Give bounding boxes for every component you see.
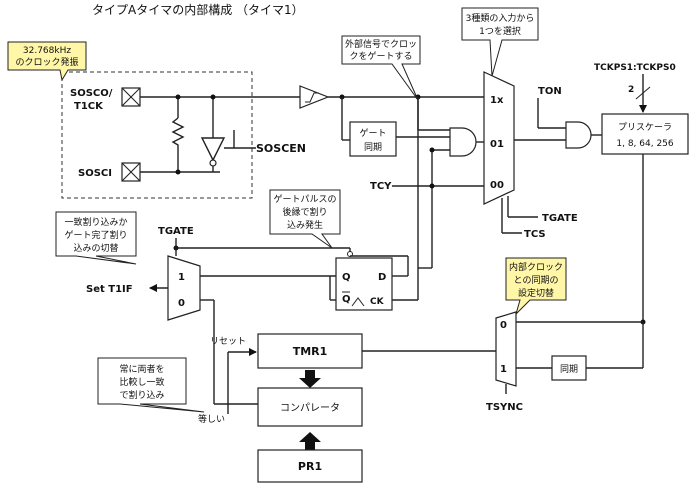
- svg-text:1: 1: [178, 272, 185, 283]
- svg-text:のクロック発振: のクロック発振: [15, 56, 78, 68]
- svg-text:ゲート完了割り: ゲート完了割り: [64, 229, 127, 241]
- callout-gate-pulse: ゲートパルスの 後縁で割り 込み発生: [269, 189, 341, 249]
- callout-crystal: 32.768kHz のクロック発振: [7, 41, 87, 82]
- svg-text:プリスケーラ: プリスケーラ: [618, 122, 672, 133]
- svg-text:Q: Q: [342, 294, 351, 305]
- svg-text:で割り込み: で割り込み: [119, 389, 164, 401]
- svg-text:CK: CK: [370, 297, 385, 307]
- svg-text:PR1: PR1: [298, 460, 322, 473]
- label-tckps: TCKPS1:TCKPS0: [594, 63, 676, 73]
- prescaler-box: プリスケーラ 1, 8, 64, 256: [601, 113, 689, 155]
- svg-text:0: 0: [500, 320, 507, 331]
- svg-text:32.768kHz: 32.768kHz: [23, 46, 71, 56]
- svg-text:クをゲートする: クをゲートする: [349, 50, 412, 62]
- and-gate-ton: [565, 121, 592, 149]
- svg-text:込み発生: 込み発生: [287, 219, 323, 231]
- svg-text:後縁で割り: 後縁で割り: [282, 206, 327, 218]
- label-tcy: TCY: [370, 181, 392, 192]
- gate-flip-flop: Q D Q CK: [335, 251, 393, 311]
- svg-text:01: 01: [490, 139, 504, 150]
- svg-text:同期: 同期: [364, 142, 382, 153]
- tmr1-register: TMR1: [257, 333, 363, 369]
- svg-text:比較し一致: 比較し一致: [119, 376, 164, 388]
- arrow-pr1-to-comparator: [299, 432, 321, 450]
- svg-text:内部クロック: 内部クロック: [509, 261, 563, 273]
- svg-text:D: D: [378, 272, 386, 283]
- label-ton: TON: [538, 86, 562, 97]
- label-reset: リセット: [210, 336, 246, 347]
- gate-sync-box: ゲート 同期: [349, 121, 397, 157]
- svg-text:0: 0: [178, 298, 185, 309]
- label-tgate-int: TGATE: [158, 226, 194, 237]
- diagram-title: タイプAタイマの内部構成 （タイマ1）: [92, 2, 304, 17]
- svg-text:TMR1: TMR1: [293, 345, 328, 358]
- svg-text:常に両者を: 常に両者を: [119, 363, 164, 375]
- svg-text:込みの切替: 込みの切替: [73, 242, 118, 254]
- label-tgate-sel: TGATE: [542, 213, 578, 224]
- callout-interrupt-switch: 一致割り込みか ゲート完了割り 込みの切替: [55, 211, 137, 265]
- svg-text:3種類の入力から: 3種類の入力から: [466, 12, 535, 24]
- label-bus-width: 2: [628, 85, 634, 95]
- callout-compare: 常に両者を 比較し一致 で割り込み: [97, 357, 205, 413]
- label-tcs: TCS: [524, 229, 546, 240]
- svg-text:1: 1: [500, 364, 507, 375]
- label-sosci: SOSCI: [78, 168, 112, 179]
- and-gate-external: [449, 127, 477, 157]
- pr1-register: PR1: [257, 449, 363, 483]
- label-equal: 等しい: [198, 413, 225, 425]
- arrow-tmr1-to-comparator: [299, 370, 321, 388]
- oscillator-wiring: [140, 94, 300, 175]
- svg-text:との同期の: との同期の: [514, 275, 559, 286]
- clock-source-mux: 1x 01 00: [483, 71, 515, 205]
- callout-external-gate: 外部信号でクロッ クをゲートする: [341, 35, 421, 101]
- pin-sosco: [121, 87, 141, 107]
- svg-text:外部信号でクロッ: 外部信号でクロッ: [345, 38, 417, 50]
- oscillator-region: [61, 71, 253, 199]
- label-set-t1if: Set T1IF: [86, 284, 133, 295]
- svg-text:設定切替: 設定切替: [518, 287, 554, 299]
- svg-text:ゲートパルスの: ゲートパルスの: [273, 193, 336, 205]
- svg-text:1x: 1x: [490, 95, 504, 106]
- svg-text:1つを選択: 1つを選択: [479, 25, 521, 37]
- label-t1ck: T1CK: [74, 101, 104, 112]
- callout-select: 3種類の入力から 1つを選択: [461, 7, 539, 77]
- svg-text:同期: 同期: [560, 364, 578, 375]
- svg-text:一致割り込みか: 一致割り込みか: [64, 216, 127, 228]
- svg-text:1, 8, 64, 256: 1, 8, 64, 256: [616, 139, 674, 149]
- interrupt-mux: 1 0: [167, 255, 201, 321]
- callout-sync-switch: 内部クロック との同期の 設定切替: [505, 257, 567, 316]
- svg-text:00: 00: [490, 180, 504, 191]
- svg-text:Q: Q: [342, 272, 351, 283]
- svg-text:コンパレータ: コンパレータ: [280, 402, 340, 414]
- comparator: コンパレータ: [257, 387, 363, 427]
- label-sosco: SOSCO/: [70, 88, 113, 99]
- label-soscen: SOSCEN: [256, 142, 306, 155]
- label-tsync: TSYNC: [486, 402, 523, 413]
- schmitt-buffer: [299, 85, 330, 109]
- sync-mux: 0 1: [495, 311, 517, 387]
- svg-text:ゲート: ゲート: [359, 127, 386, 139]
- sync-box: 同期: [551, 355, 587, 381]
- pin-sosci: [121, 162, 141, 182]
